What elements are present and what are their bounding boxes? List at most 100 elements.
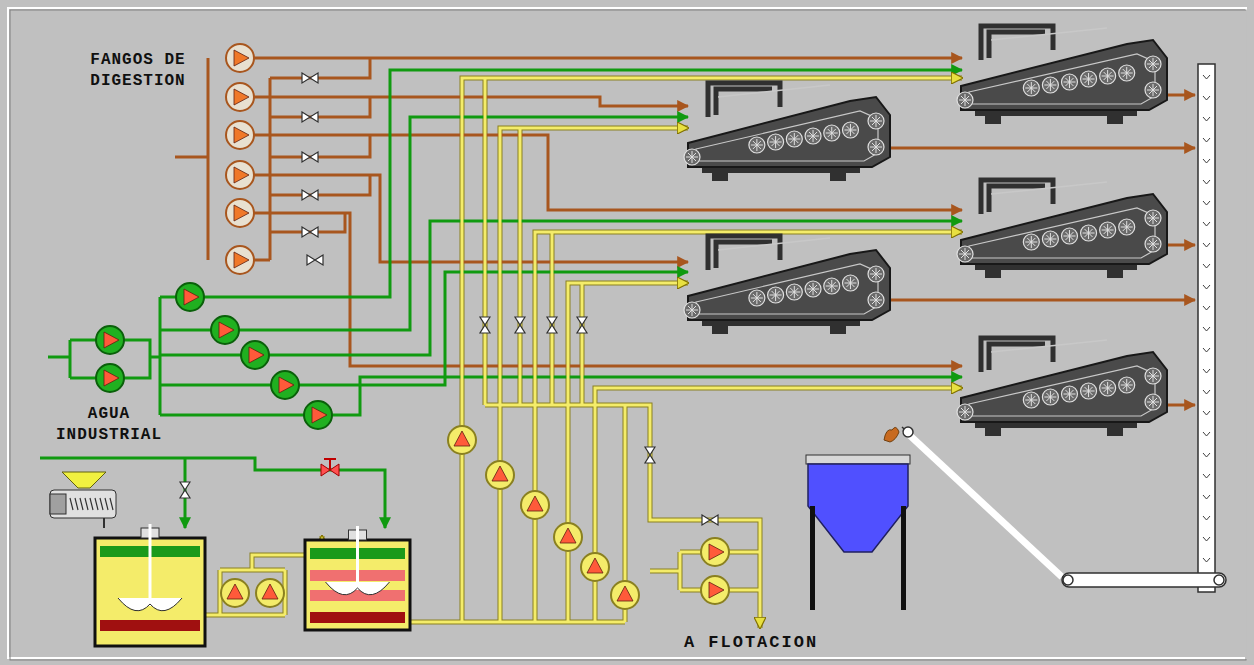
polymer-pump — [554, 523, 582, 551]
conveyor-chevron — [1203, 327, 1210, 331]
conveyor-chevron — [1203, 222, 1210, 226]
pipe — [270, 97, 370, 117]
pipe-outline — [483, 78, 488, 405]
pipe — [270, 213, 345, 232]
conveyor-pulley — [1063, 575, 1073, 585]
water-pump — [96, 364, 124, 392]
pipe — [70, 339, 96, 342]
conveyor-chevron — [1203, 369, 1210, 373]
pipe — [1165, 94, 1195, 97]
conveyor-chevron — [1203, 159, 1210, 163]
conveyor-chevron — [1203, 117, 1210, 121]
conveyor-chevron — [1203, 495, 1210, 499]
conveyor-chevron — [1203, 285, 1210, 289]
pipe — [679, 552, 682, 590]
belt-filter-press — [684, 236, 890, 334]
conveyor-chevron — [1203, 474, 1210, 478]
cake-hopper — [806, 455, 910, 610]
pipe — [1165, 404, 1195, 407]
pipe — [254, 97, 688, 106]
conveyor-pulley — [903, 427, 913, 437]
pipe — [270, 175, 370, 195]
sludge-cake — [884, 427, 899, 442]
conveyor-chevron — [1203, 201, 1210, 205]
pipe — [207, 58, 210, 260]
pipe — [270, 58, 370, 78]
valve — [547, 317, 557, 333]
sludge-pump — [226, 246, 254, 274]
pipe — [535, 232, 962, 622]
valve — [307, 255, 323, 265]
pipe — [519, 128, 522, 405]
pipe-outline — [580, 283, 585, 405]
conveyor-pulley — [1214, 575, 1224, 585]
valve — [302, 227, 318, 237]
conveyor-chevron — [1203, 537, 1210, 541]
conveyor-chevron — [1203, 558, 1210, 562]
belt-filter-press — [957, 180, 1167, 278]
water-pump — [241, 341, 269, 369]
pipe — [581, 283, 584, 405]
pipe — [40, 458, 385, 528]
water-pump — [271, 371, 299, 399]
pipe — [462, 78, 962, 622]
valve — [302, 190, 318, 200]
pipe-outline — [485, 405, 760, 628]
conveyor-chevron — [1203, 264, 1210, 268]
inclined-conveyor — [902, 427, 1070, 583]
water-pump — [304, 401, 332, 429]
pipe-label: FANGOS DE DIGESTION — [74, 50, 202, 92]
conveyor-chevron — [1203, 138, 1210, 142]
valve — [302, 112, 318, 122]
conveyor-chevron — [1203, 96, 1210, 100]
sludge-pump — [226, 44, 254, 72]
pipe-label: AGUA INDUSTRIAL — [44, 404, 174, 446]
pipe — [160, 329, 211, 332]
pipe — [568, 283, 688, 622]
bottom-conveyor — [1062, 573, 1226, 587]
conveyor-chevron — [1203, 516, 1210, 520]
conveyor-chevron — [1203, 243, 1210, 247]
screen-frame-shadow — [10, 10, 1246, 660]
valve — [302, 73, 318, 83]
valve — [577, 317, 587, 333]
control-valve — [321, 459, 339, 476]
valve — [515, 317, 525, 333]
pipe — [254, 57, 962, 60]
pipe-outline — [462, 78, 962, 622]
pipe — [650, 570, 680, 573]
pipe — [160, 384, 271, 387]
conveyor-chevron — [1203, 390, 1210, 394]
powder-feeder — [50, 472, 116, 528]
pipe — [124, 340, 150, 378]
pipe — [410, 621, 625, 624]
polymer-pump — [611, 581, 639, 609]
sludge-pump — [226, 161, 254, 189]
pipe — [70, 377, 96, 380]
pipe — [269, 221, 962, 355]
pipe-outline — [205, 613, 285, 618]
pipe — [69, 340, 72, 378]
pipe — [485, 405, 760, 628]
pipe-outline — [568, 283, 688, 622]
valve — [180, 482, 190, 498]
flotation-pump — [701, 538, 729, 566]
sludge-pump — [226, 121, 254, 149]
pipe-label: A FLOTACION — [656, 632, 846, 654]
pipe — [254, 259, 270, 262]
conveyor-chevron — [1203, 306, 1210, 310]
pipe — [484, 78, 487, 405]
sludge-pump — [226, 199, 254, 227]
sludge-pump — [226, 83, 254, 111]
pipe — [160, 296, 176, 299]
valve — [480, 317, 490, 333]
pipe — [160, 414, 304, 417]
transfer-pump — [221, 579, 249, 607]
transfer-pump — [256, 579, 284, 607]
pipe — [254, 213, 962, 366]
pipe — [332, 377, 962, 415]
pipe — [160, 354, 241, 357]
pipe — [270, 135, 370, 157]
polymer-pump — [581, 553, 609, 581]
